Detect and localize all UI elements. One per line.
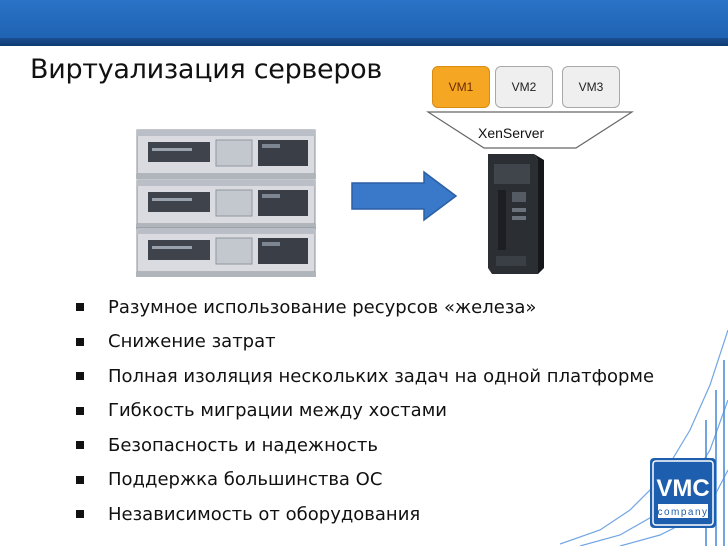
- vm1-box: VM1: [432, 66, 490, 108]
- rack-server-2-icon: [136, 179, 316, 229]
- header-shadow: [0, 38, 728, 46]
- right-arrow-icon: [351, 170, 458, 222]
- logo-vmc-text: VMC: [656, 475, 709, 502]
- bullet-item: Независимость от оборудования: [76, 497, 654, 532]
- bullet-text: Безопасность и надежность: [108, 434, 378, 456]
- slide-title: Виртуализация серверов: [30, 54, 383, 85]
- bullet-square-icon: [76, 337, 84, 346]
- rack-server-1-icon: [136, 129, 316, 179]
- xenserver-label: XenServer: [478, 125, 545, 141]
- vmc-company-logo: VMC company: [650, 458, 716, 528]
- bullet-item: Гибкость миграции между хостами: [76, 394, 654, 429]
- bullet-square-icon: [76, 303, 84, 312]
- bullet-text: Поддержка большинства ОС: [108, 469, 383, 491]
- bullet-item: Безопасность и надежность: [76, 428, 654, 463]
- bullet-text: Полная изоляция нескольких задач на одно…: [108, 365, 655, 387]
- bullet-text: Снижение затрат: [108, 331, 276, 353]
- bullet-text: Независимость от оборудования: [108, 503, 421, 525]
- bullet-item: Поддержка большинства ОС: [76, 463, 654, 498]
- benefits-list: Разумное использование ресурсов «железа»…: [76, 290, 654, 532]
- vm2-box: VM2: [495, 66, 553, 108]
- bullet-item: Разумное использование ресурсов «железа»: [76, 290, 654, 325]
- bullet-item: Снижение затрат: [76, 325, 654, 360]
- bullet-square-icon: [76, 441, 84, 450]
- bullet-item: Полная изоляция нескольких задач на одно…: [76, 359, 654, 394]
- vm3-box: VM3: [562, 66, 620, 108]
- header-bar: [0, 0, 728, 46]
- bullet-square-icon: [76, 475, 84, 484]
- bullet-text: Гибкость миграции между хостами: [108, 400, 447, 422]
- rack-server-3-icon: [136, 227, 316, 277]
- bullet-square-icon: [76, 510, 84, 519]
- bullet-square-icon: [76, 372, 84, 381]
- hypervisor-trapezoid: [426, 111, 634, 149]
- bullet-text: Разумное использование ресурсов «железа»: [108, 296, 537, 318]
- logo-company-text: company: [657, 507, 708, 518]
- blade-server-icon: [488, 154, 544, 274]
- bullet-square-icon: [76, 406, 84, 415]
